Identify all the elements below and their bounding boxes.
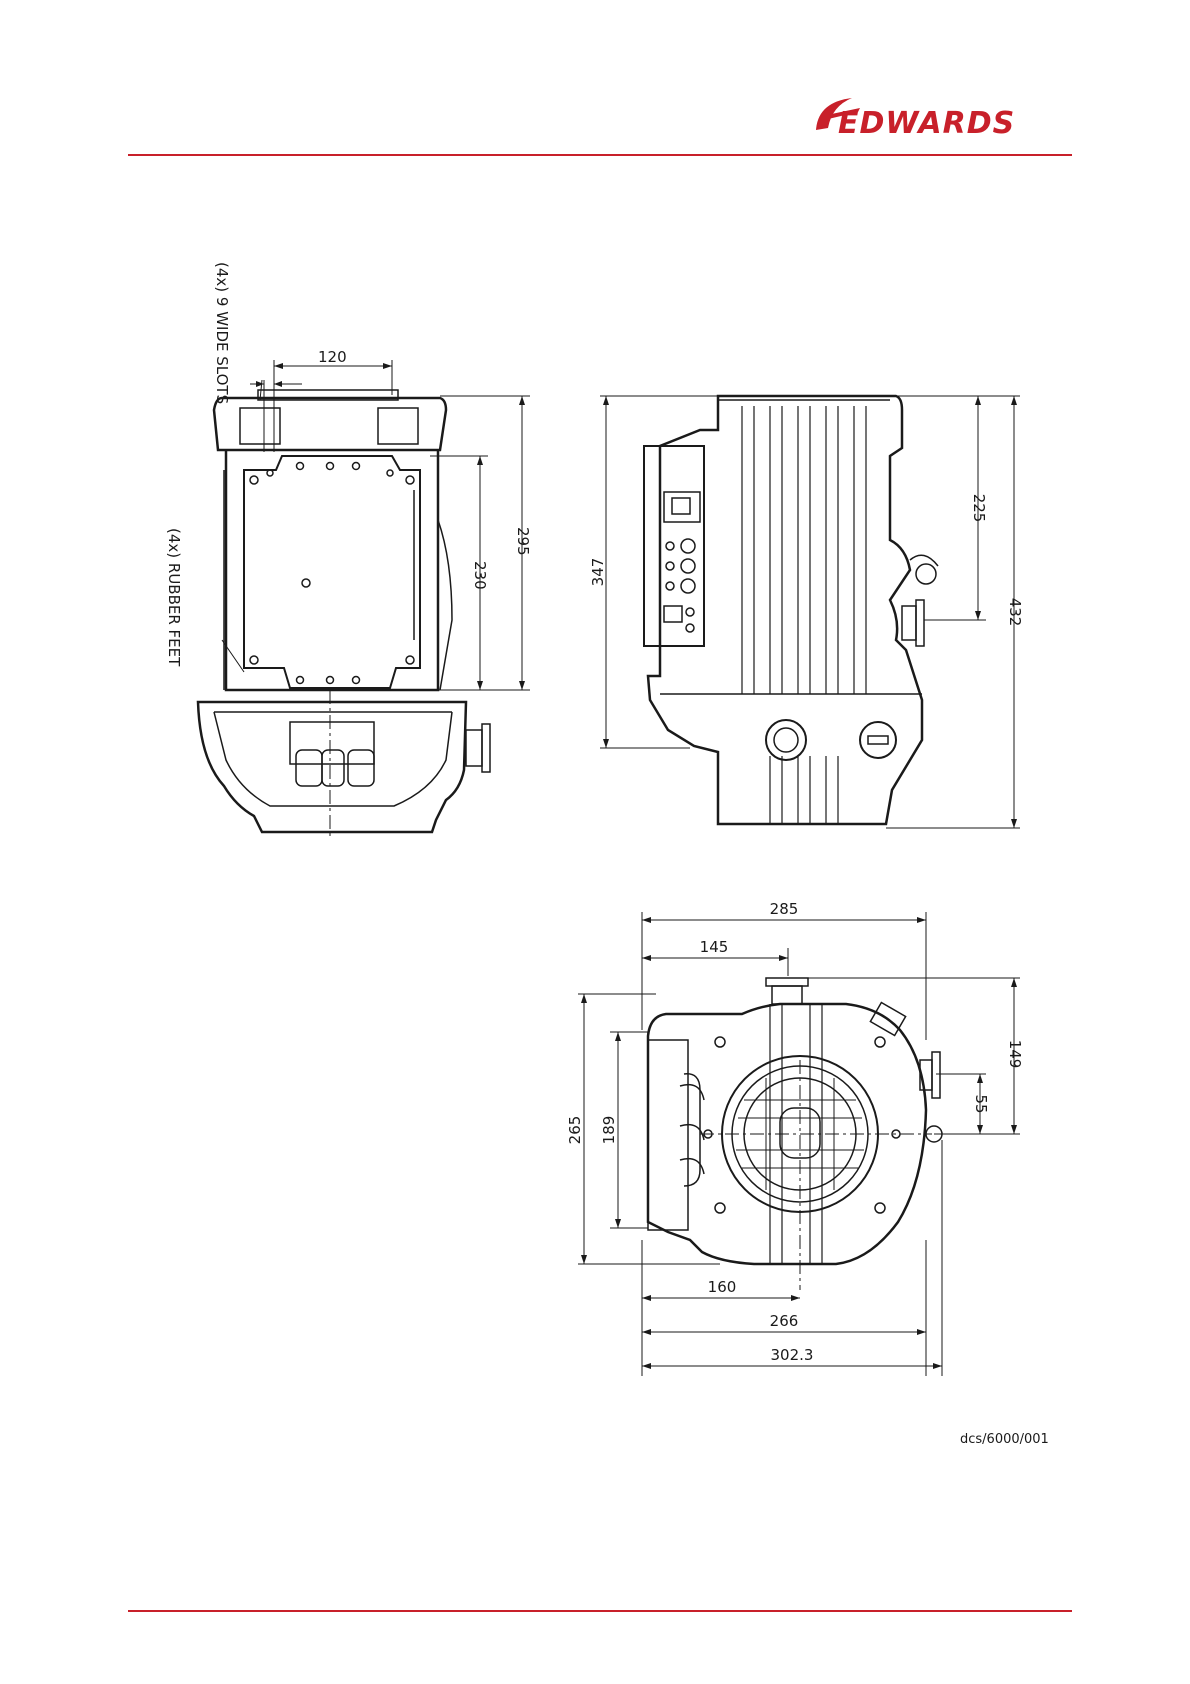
- dim-height-body: 347: [589, 558, 607, 587]
- dim-height-55: 55: [972, 1094, 990, 1113]
- dim-height-upper: 225: [970, 494, 988, 523]
- dim-height-inner: 230: [471, 561, 489, 590]
- dim-width-160: 160: [708, 1278, 737, 1296]
- label-rubber-feet: (4x) RUBBER FEET: [165, 528, 183, 667]
- panel-controls: [664, 539, 695, 632]
- cooling-fins: [742, 406, 866, 824]
- dim-width-285: 285: [770, 900, 799, 918]
- dim-height-149: 149: [1006, 1040, 1024, 1069]
- top-view: 285 145 149 55 265 189: [566, 900, 1024, 1376]
- dim-height-total: 295: [514, 527, 532, 556]
- dim-width-302: 302.3: [771, 1346, 814, 1364]
- front-view: 347 225 432: [589, 396, 1024, 828]
- dim-slot-spacing: 120: [318, 348, 347, 366]
- dim-width-266: 266: [770, 1312, 799, 1330]
- panel-screws: [250, 463, 414, 684]
- dim-width-145: 145: [700, 938, 729, 956]
- dim-height-265: 265: [566, 1116, 584, 1145]
- drawing-reference: dcs/6000/001: [960, 1432, 1049, 1447]
- side-view: 120 (4x) 9 WIDE SLOTS (4x) RUBBER FEET 2…: [165, 262, 532, 836]
- dim-height-189: 189: [600, 1116, 618, 1145]
- label-slots: (4x) 9 WIDE SLOTS: [213, 262, 231, 404]
- dim-height-total-front: 432: [1006, 598, 1024, 627]
